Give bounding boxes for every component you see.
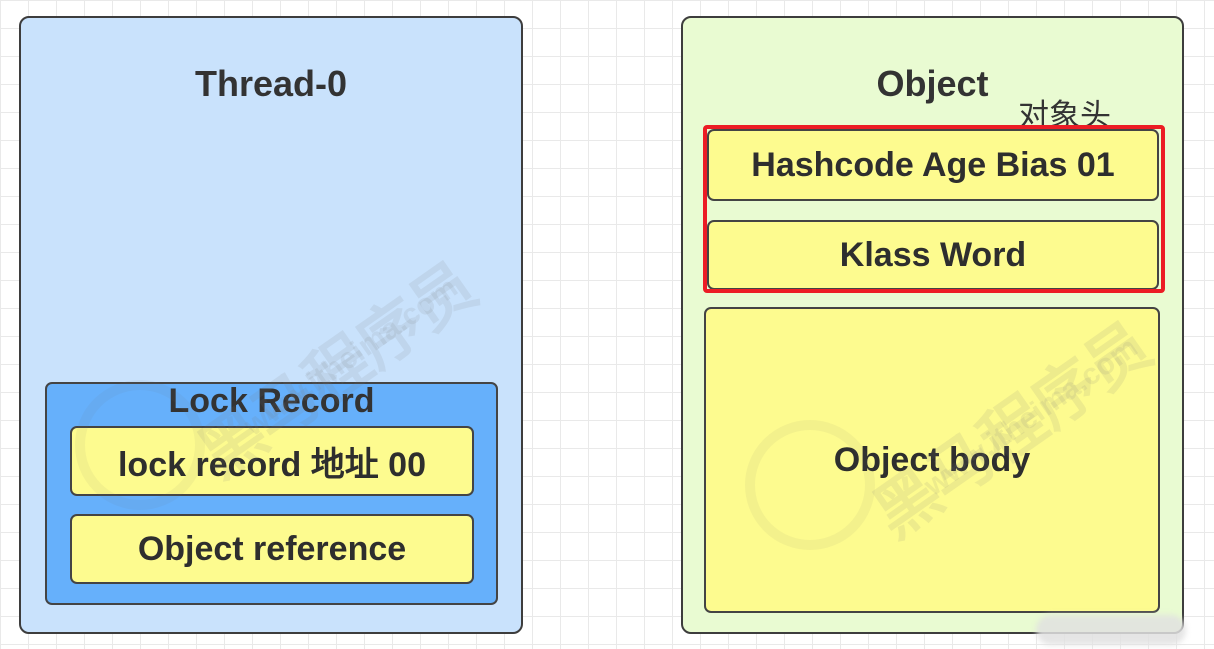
- object-title: Object: [876, 63, 989, 104]
- object-header-highlight: [703, 125, 1165, 293]
- lock-record-address-cell: lock record 地址 00: [70, 426, 474, 496]
- object-reference-cell: Object reference: [70, 514, 474, 584]
- object-body-cell: Object body: [704, 307, 1160, 613]
- klass-word-cell: Klass Word: [707, 220, 1159, 290]
- thread-title: Thread-0: [194, 63, 348, 104]
- mark-word-cell: Hashcode Age Bias 01: [707, 129, 1159, 201]
- lock-record-title: Lock Record: [168, 382, 375, 420]
